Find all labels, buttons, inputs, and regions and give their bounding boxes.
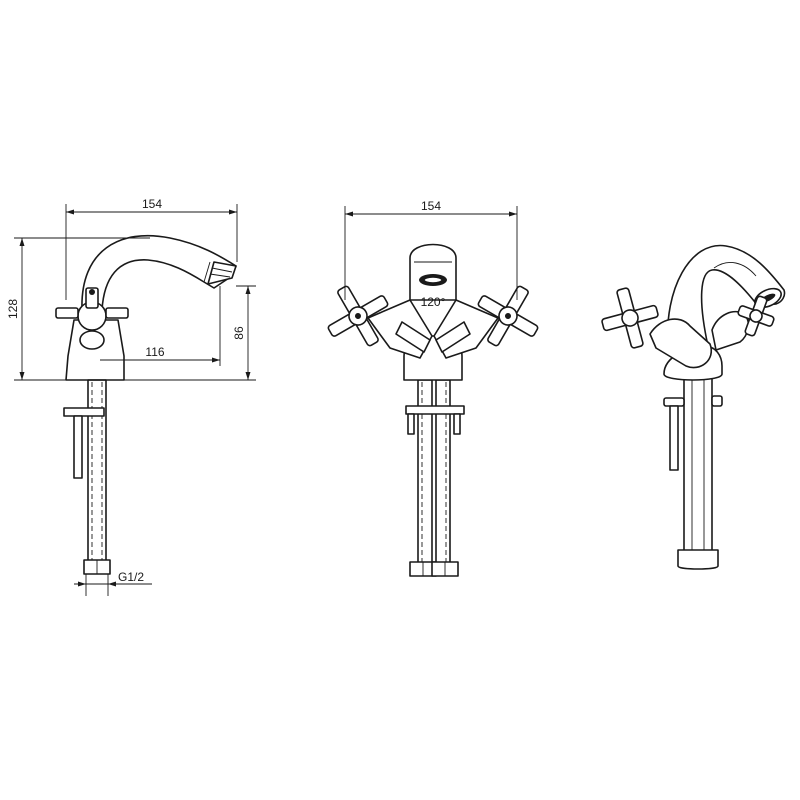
- side-view: 154 128 86 116 G1/2: [6, 197, 256, 596]
- spout-height-label: 86: [232, 326, 246, 340]
- thread-label: G1/2: [118, 570, 144, 584]
- side-dimensions: [14, 204, 256, 596]
- swivel-angle-label: 120°: [421, 295, 446, 309]
- isometric-view: [601, 244, 786, 570]
- height-label: 128: [6, 299, 20, 319]
- spout-reach-label: 116: [145, 345, 164, 359]
- side-supply-pipes: [63, 379, 111, 575]
- side-body: [55, 234, 237, 381]
- front-view: 154 120°: [327, 199, 539, 577]
- side-width-label: 154: [142, 197, 162, 211]
- front-supply-pipes: [405, 379, 465, 577]
- iso-supply-pipes: [663, 369, 723, 570]
- front-body: [327, 243, 539, 381]
- front-dimensions: [344, 206, 518, 300]
- front-width-label: 154: [421, 199, 441, 213]
- iso-body: [601, 244, 786, 381]
